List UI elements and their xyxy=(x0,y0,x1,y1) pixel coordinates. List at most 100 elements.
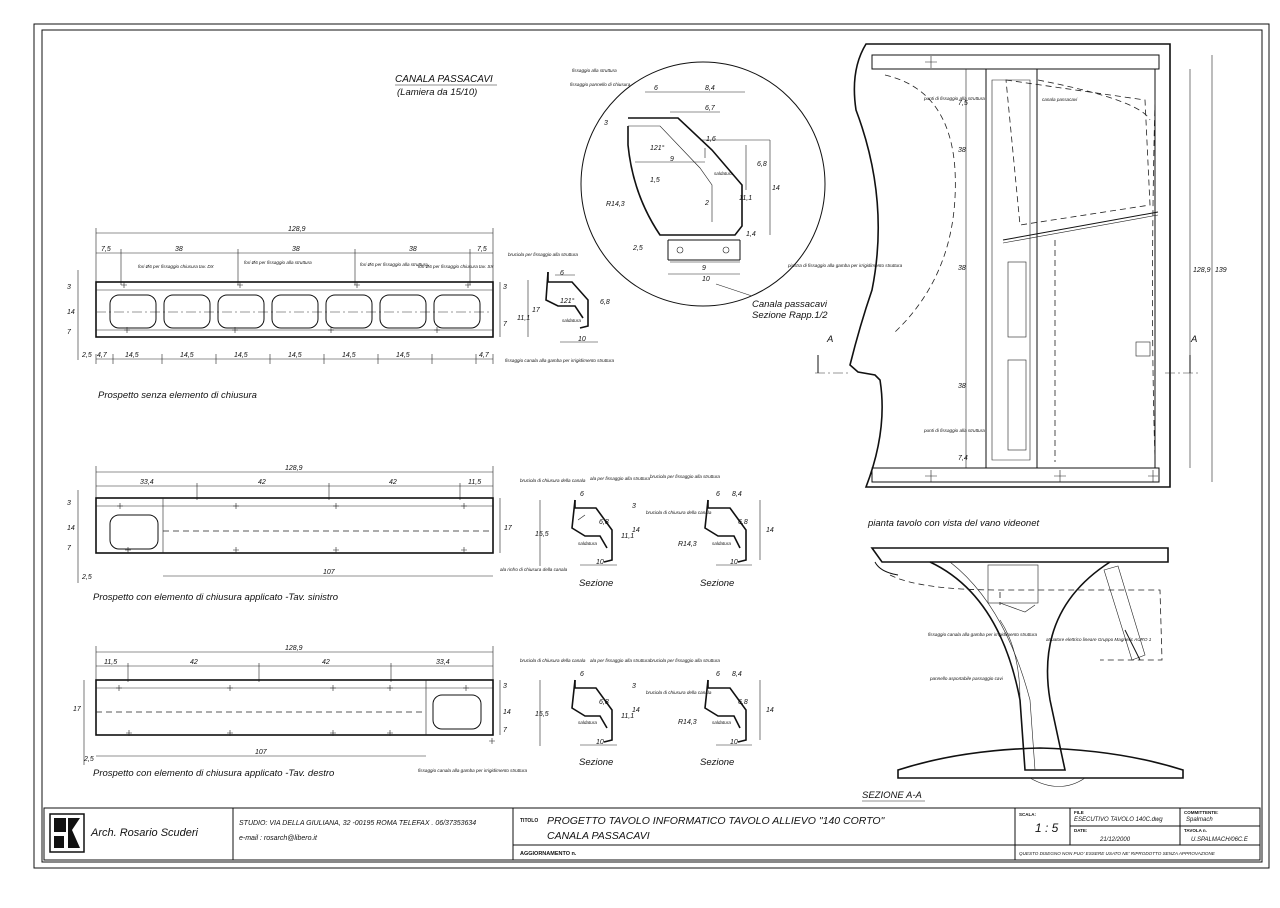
svg-text:fissaggio canala alla gamba pe: fissaggio canala alla gamba per irrigidi… xyxy=(505,358,614,363)
section-label-4: Sezione xyxy=(700,757,734,768)
section-1: 6 17 11,1 6,8 10 121° bruciola per fissa… xyxy=(508,252,610,343)
svg-text:14,5: 14,5 xyxy=(180,352,194,359)
disclaimer: QUESTO DISEGNO NON PUO' ESSERE USATO NE'… xyxy=(1019,851,1216,856)
svg-text:8,4: 8,4 xyxy=(732,491,742,498)
svg-text:6,8: 6,8 xyxy=(757,161,767,168)
svg-text:14: 14 xyxy=(67,309,75,316)
svg-text:14: 14 xyxy=(766,527,774,534)
desk-plan: 7,5 38 38 38 7,4 128,9 139 canala passac… xyxy=(815,43,1227,529)
svg-text:3: 3 xyxy=(503,683,507,690)
caption-elevation-1: Prospetto senza elemento di chiusura xyxy=(98,390,257,401)
caption-elevation-2: Prospetto con elemento di chiusura appli… xyxy=(93,592,338,603)
studio-address: STUDIO: VIA DELLA GIULIANA, 32 -00195 RO… xyxy=(239,820,476,827)
svg-text:14: 14 xyxy=(67,525,75,532)
svg-text:7,5: 7,5 xyxy=(101,246,111,253)
svg-text:42: 42 xyxy=(389,479,397,486)
svg-text:TAVOLA n.: TAVOLA n. xyxy=(1184,828,1207,833)
svg-text:7,5: 7,5 xyxy=(958,100,968,107)
svg-text:6,8: 6,8 xyxy=(599,699,609,706)
svg-text:14: 14 xyxy=(632,527,640,534)
svg-text:128,9: 128,9 xyxy=(285,465,303,472)
author-name: Arch. Rosario Scuderi xyxy=(90,827,199,839)
svg-text:bruciola di chiusura della can: bruciola di chiusura della canala xyxy=(520,658,586,663)
channel-elevation-3 xyxy=(95,679,494,736)
svg-text:14,5: 14,5 xyxy=(288,352,302,359)
svg-text:1,6: 1,6 xyxy=(706,136,716,143)
detail-title: Canala passacavi xyxy=(752,299,828,310)
svg-text:38: 38 xyxy=(175,246,183,253)
svg-text:11,1: 11,1 xyxy=(739,195,752,202)
svg-text:14: 14 xyxy=(632,707,640,714)
svg-text:17: 17 xyxy=(504,525,513,532)
svg-text:TITOLO: TITOLO xyxy=(520,818,538,824)
elevation-without-closure: 128,9 7,5 38 38 38 7,5 3 14 7 2,5 3 7 4,… xyxy=(67,226,614,401)
svg-text:3: 3 xyxy=(67,284,71,291)
elevation-closure-left: 128,9 33,4 42 42 11,5 3 14 7 2,5 17 107 … xyxy=(67,465,513,603)
svg-text:pannello asportabile passaggio: pannello asportabile passaggio cavi xyxy=(929,676,1004,681)
svg-text:6,8: 6,8 xyxy=(599,519,609,526)
file-name: ESECUTIVO TAVOLO 140C.dwg xyxy=(1074,817,1163,823)
svg-text:14: 14 xyxy=(503,709,511,716)
inner-frame xyxy=(41,29,1263,863)
detail-section-circle: 6 8,4 6,7 1,6 3 9 1,5 6,8 11,1 14 2,5 1,… xyxy=(570,61,903,321)
svg-text:R14,3: R14,3 xyxy=(606,201,625,208)
svg-text:42: 42 xyxy=(322,659,330,666)
svg-text:FILE: FILE xyxy=(1074,810,1084,815)
svg-text:saldatura: saldatura xyxy=(578,541,597,546)
svg-text:6,7: 6,7 xyxy=(705,105,716,112)
caption-elevation-3: Prospetto con elemento di chiusura appli… xyxy=(93,768,334,779)
elevation-closure-right: 128,9 11,5 42 42 33,4 17 2,5 3 14 7 107 … xyxy=(73,645,527,779)
header-subtitle: (Lamiera da 15/10) xyxy=(397,87,477,98)
svg-text:8,4: 8,4 xyxy=(732,671,742,678)
svg-text:fori Ø6 per fissaggio chiusura: fori Ø6 per fissaggio chiusura tav. SX xyxy=(418,264,494,269)
cable-slot xyxy=(271,294,319,329)
svg-text:17: 17 xyxy=(532,307,541,314)
svg-text:4,7: 4,7 xyxy=(97,352,108,359)
svg-text:2,5: 2,5 xyxy=(632,245,643,252)
svg-text:6: 6 xyxy=(716,491,720,498)
svg-text:canala passacavi: canala passacavi xyxy=(1042,97,1078,102)
svg-text:6,8: 6,8 xyxy=(738,519,748,526)
svg-text:11,5: 11,5 xyxy=(468,479,481,486)
outer-frame xyxy=(33,23,1270,869)
svg-text:8,4: 8,4 xyxy=(705,85,715,92)
svg-text:A: A xyxy=(1190,334,1197,345)
svg-text:11,5: 11,5 xyxy=(104,659,117,666)
svg-text:6,8: 6,8 xyxy=(738,699,748,706)
svg-text:7: 7 xyxy=(503,321,508,328)
svg-text:piastra di fissaggio alla gamb: piastra di fissaggio alla gamba per irri… xyxy=(787,263,903,268)
svg-text:11,1: 11,1 xyxy=(517,315,530,322)
svg-text:38: 38 xyxy=(409,246,417,253)
svg-text:14: 14 xyxy=(772,185,780,192)
svg-text:3: 3 xyxy=(67,500,71,507)
svg-text:128,9: 128,9 xyxy=(285,645,303,652)
svg-text:fissaggio canala alla gamba pe: fissaggio canala alla gamba per irrigidi… xyxy=(928,632,1037,637)
channel-elevation-1 xyxy=(95,281,494,338)
svg-text:15,5: 15,5 xyxy=(535,531,549,538)
svg-text:3: 3 xyxy=(503,284,507,291)
svg-text:7,5: 7,5 xyxy=(477,246,487,253)
svg-text:121°: 121° xyxy=(650,144,665,152)
svg-text:fissaggio pannello di chiusura: fissaggio pannello di chiusura xyxy=(570,82,631,87)
svg-text:3: 3 xyxy=(632,503,636,510)
section-aa-caption: SEZIONE A-A xyxy=(862,790,922,801)
section-middle-upper: 15,5 6 11,1 6,8 3 14 10 bruciola di chiu… xyxy=(500,476,650,589)
svg-text:saldatura: saldatura xyxy=(714,171,733,176)
section-label-2: Sezione xyxy=(579,757,613,768)
cable-slot xyxy=(325,294,373,329)
svg-text:11,1: 11,1 xyxy=(621,533,634,540)
svg-text:2,5: 2,5 xyxy=(83,756,94,763)
svg-text:7,4: 7,4 xyxy=(958,455,968,462)
svg-text:6: 6 xyxy=(654,85,658,92)
svg-text:10: 10 xyxy=(596,559,604,566)
svg-text:bruciola di chiusura della can: bruciola di chiusura della canala xyxy=(520,478,586,483)
svg-text:15,5: 15,5 xyxy=(535,711,549,718)
svg-text:10: 10 xyxy=(578,336,586,343)
svg-text:ala per fissaggio alla struttu: ala per fissaggio alla struttura xyxy=(590,658,650,663)
svg-text:10: 10 xyxy=(702,276,710,283)
svg-text:33,4: 33,4 xyxy=(140,479,154,486)
svg-text:14: 14 xyxy=(766,707,774,714)
svg-text:6: 6 xyxy=(580,491,584,498)
svg-text:6: 6 xyxy=(716,671,720,678)
svg-text:punti di fissaggio alla strutt: punti di fissaggio alla struttura xyxy=(923,96,985,101)
